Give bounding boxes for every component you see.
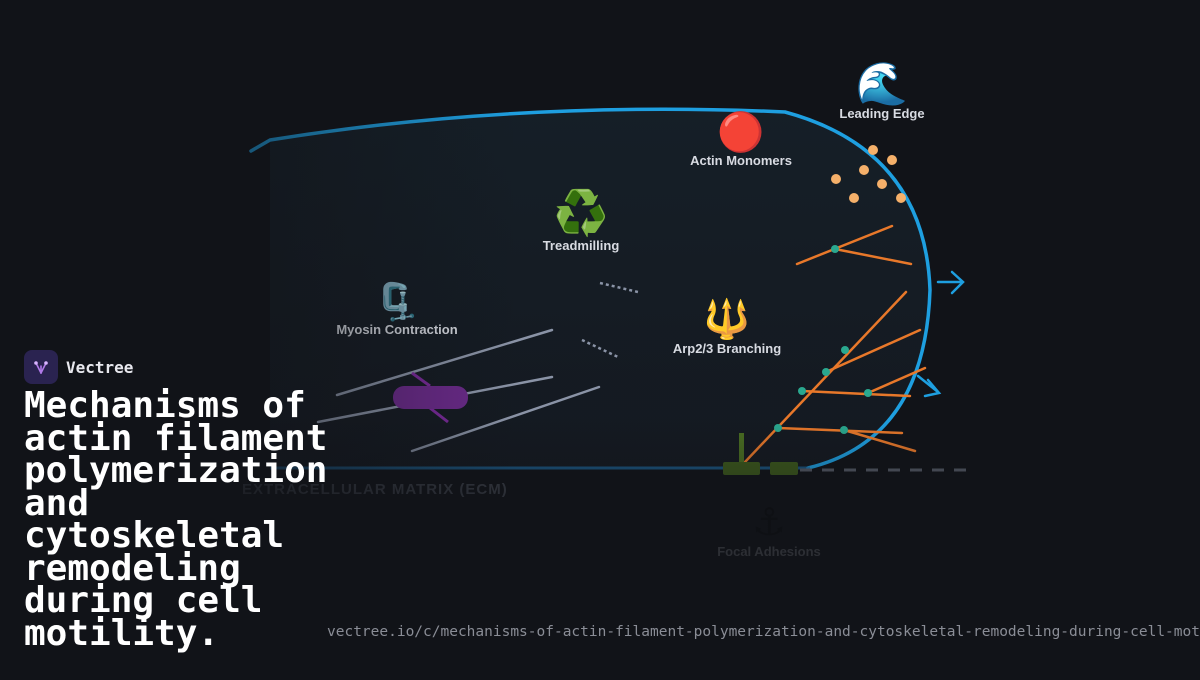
label-leading-edge: Leading Edge <box>839 106 924 121</box>
source-url[interactable]: vectree.io/c/mechanisms-of-actin-filamen… <box>327 624 1200 640</box>
label-treadmilling: Treadmilling <box>543 238 620 253</box>
protrusion-arrow-lower <box>916 374 942 398</box>
recycle-icon: ♻️ <box>554 188 609 238</box>
anchor-icon: ⚓ <box>752 502 786 544</box>
vectree-logo-icon <box>24 350 58 384</box>
page-title: Mechanisms of actin filament polymerizat… <box>24 385 328 654</box>
brand[interactable]: Vectree <box>24 350 133 384</box>
label-arp23-branching: Arp2/3 Branching <box>673 341 781 356</box>
brand-name: Vectree <box>66 357 134 377</box>
label-focal-adhesions: Focal Adhesions <box>717 544 821 559</box>
wave-icon: 🌊 <box>856 59 908 107</box>
red-circle-icon: 🔴 <box>717 110 764 154</box>
trident-icon: 🔱 <box>703 297 750 341</box>
label-myosin-contraction: Myosin Contraction <box>336 322 457 337</box>
cell-cytoplasm <box>270 109 930 468</box>
clamp-icon: 🗜️ <box>375 281 420 322</box>
label-actin-monomers: Actin Monomers <box>690 153 792 168</box>
protrusion-arrow-upper <box>936 270 965 295</box>
